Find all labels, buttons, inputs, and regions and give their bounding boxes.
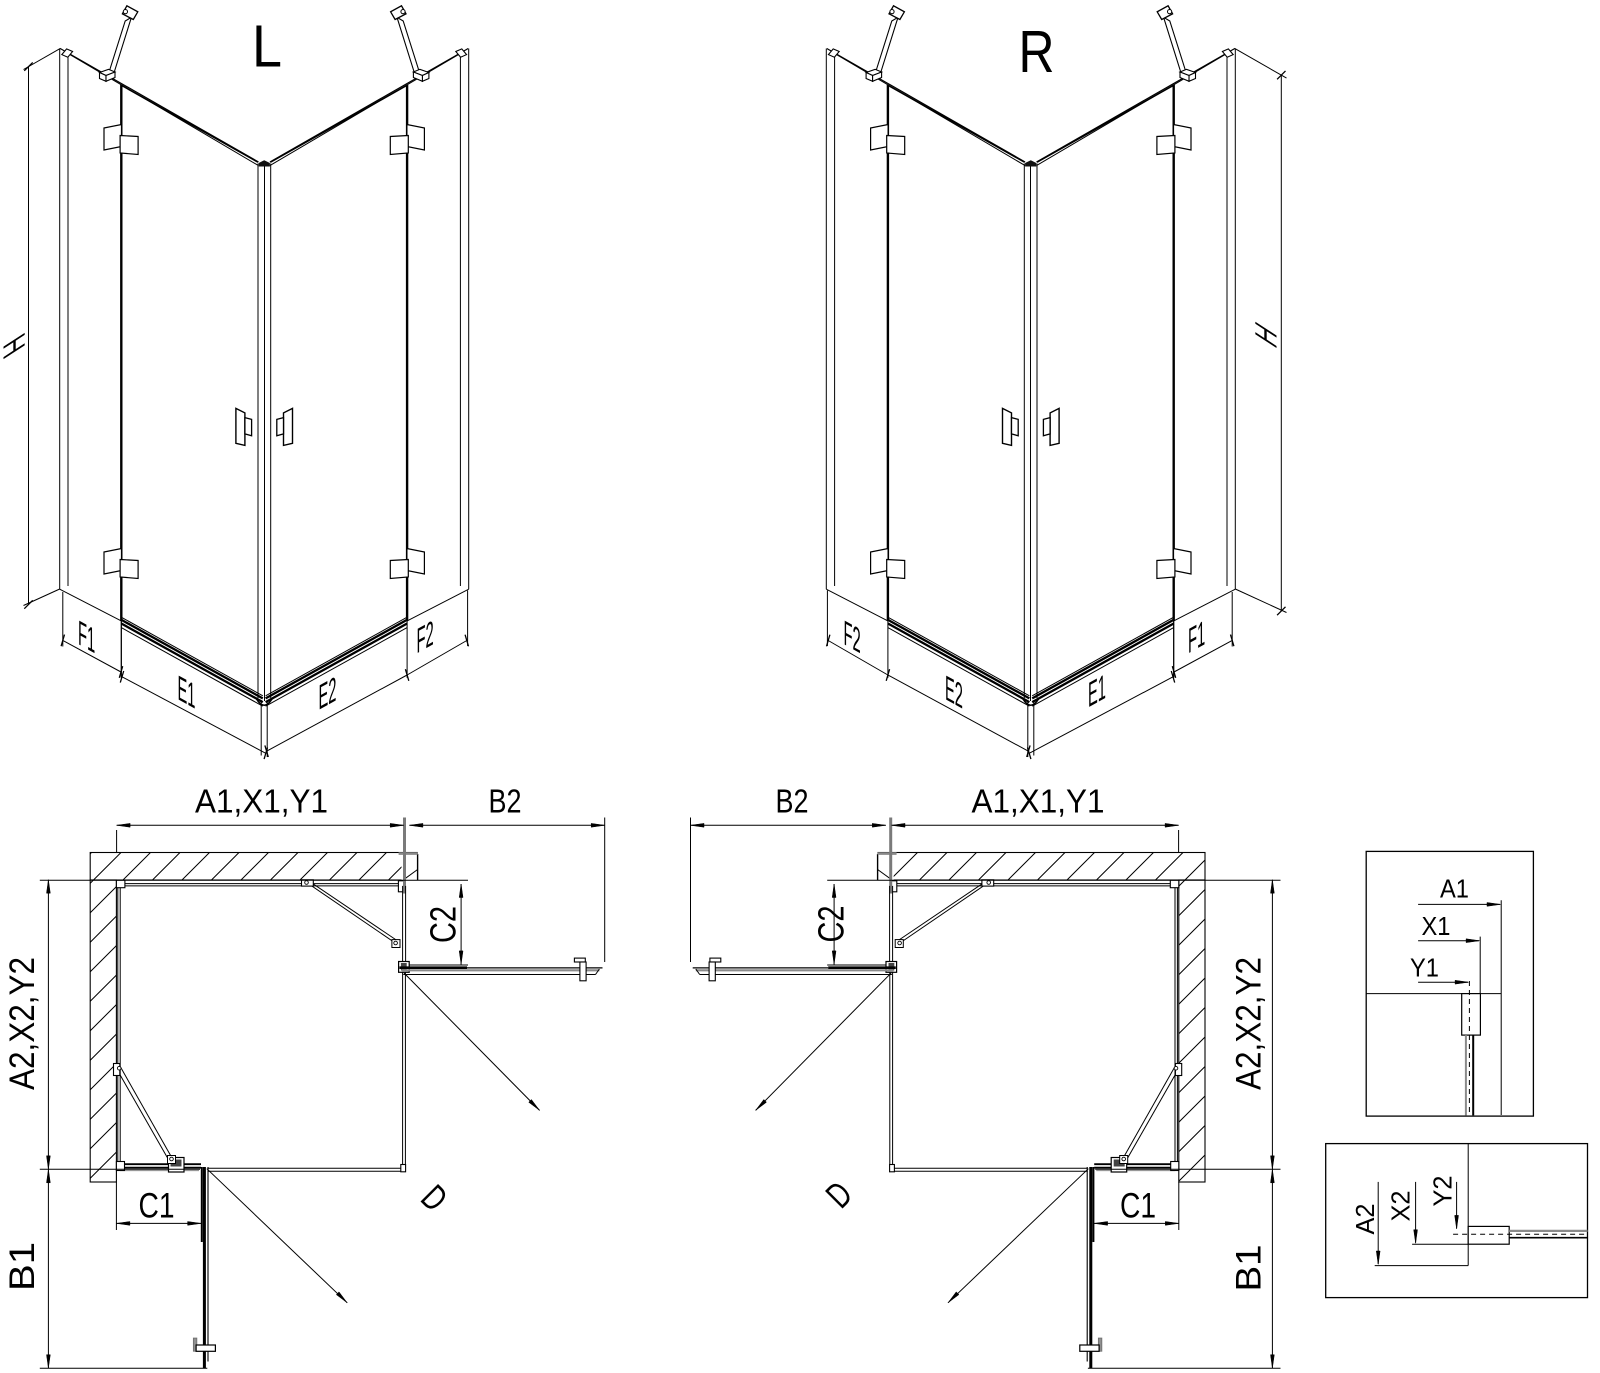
svg-text:X2: X2 — [1385, 1191, 1415, 1222]
svg-text:Y1: Y1 — [1410, 953, 1439, 983]
svg-text:A2,X2,Y2: A2,X2,Y2 — [1230, 957, 1269, 1090]
svg-text:C1: C1 — [139, 1187, 175, 1226]
svg-text:A1,X1,Y1: A1,X1,Y1 — [195, 782, 328, 819]
svg-text:F1: F1 — [78, 612, 95, 661]
svg-text:F2: F2 — [844, 612, 861, 661]
svg-text:B2: B2 — [776, 782, 809, 819]
svg-text:E2: E2 — [945, 667, 963, 717]
svg-text:C1: C1 — [1120, 1187, 1156, 1226]
svg-text:A1,X1,Y1: A1,X1,Y1 — [972, 782, 1105, 819]
svg-text:B1: B1 — [3, 1242, 42, 1291]
svg-text:R: R — [1019, 19, 1055, 85]
svg-text:E2: E2 — [319, 668, 337, 718]
svg-text:B2: B2 — [489, 782, 522, 819]
svg-text:C2: C2 — [810, 906, 851, 943]
svg-text:C2: C2 — [422, 906, 463, 943]
svg-text:Y2: Y2 — [1427, 1176, 1457, 1207]
svg-text:B1: B1 — [1230, 1245, 1269, 1292]
svg-text:A2,X2,Y2: A2,X2,Y2 — [3, 957, 42, 1090]
svg-text:F1: F1 — [1188, 612, 1205, 661]
svg-text:A1: A1 — [1440, 874, 1469, 904]
svg-text:E1: E1 — [1088, 665, 1106, 715]
svg-text:L: L — [252, 14, 282, 80]
svg-text:X1: X1 — [1422, 911, 1451, 941]
svg-text:E1: E1 — [178, 667, 196, 717]
svg-text:F2: F2 — [417, 612, 434, 661]
svg-text:A2: A2 — [1350, 1204, 1380, 1235]
